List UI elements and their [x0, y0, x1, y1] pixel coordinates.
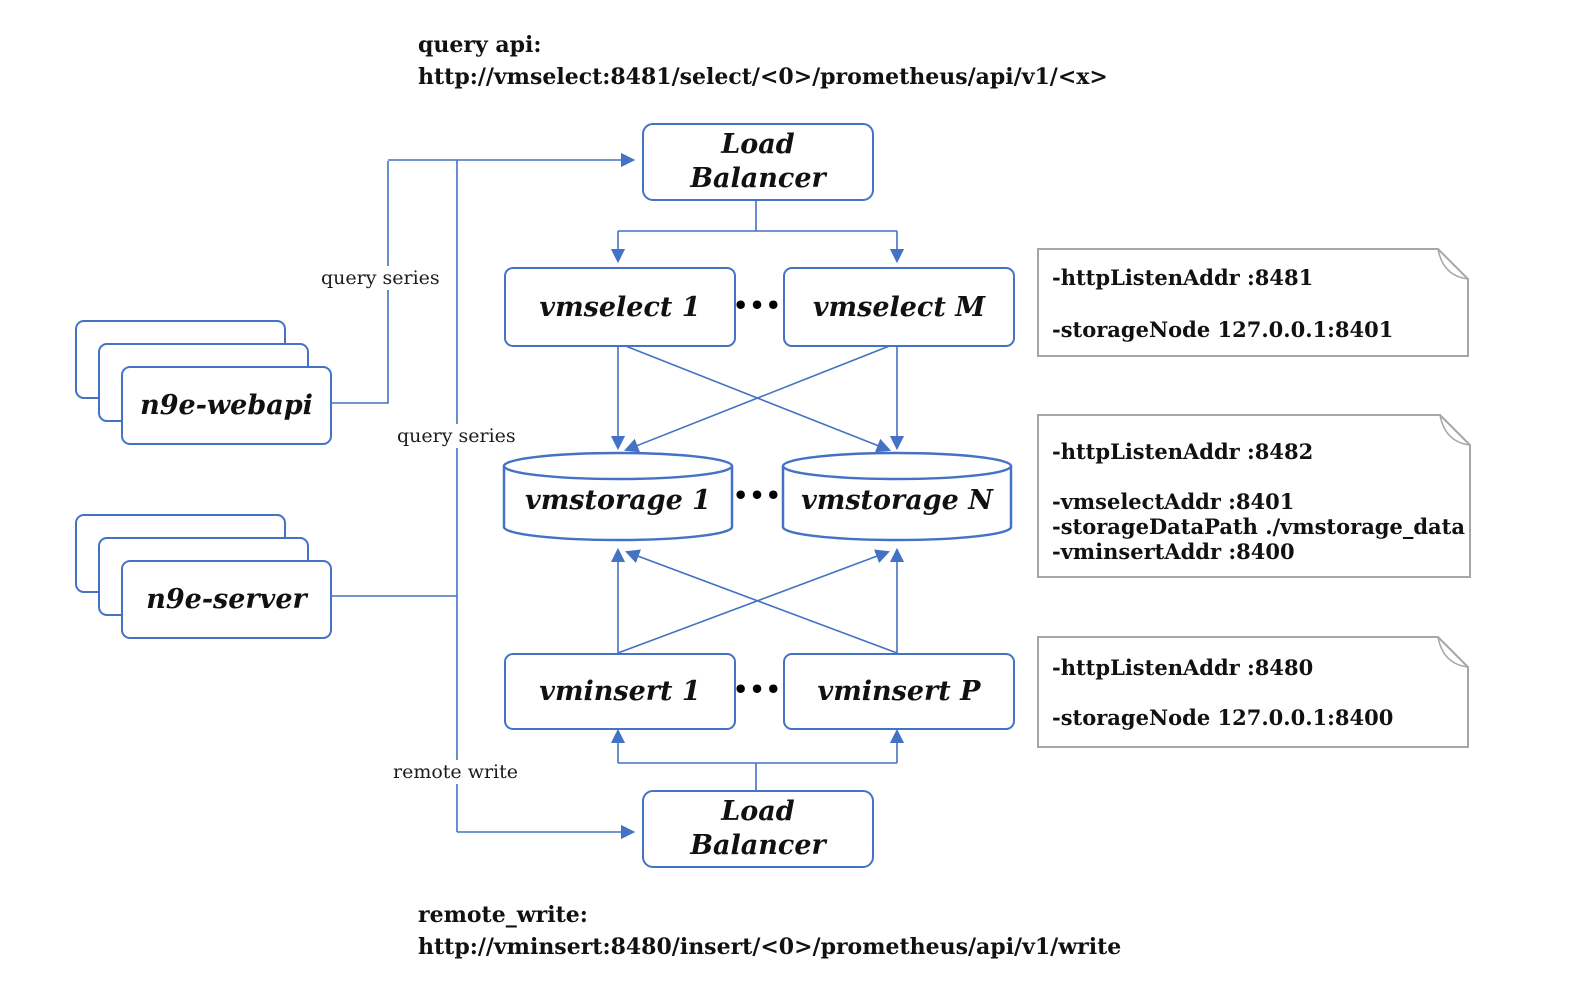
note-vminsert-line-2: -storageNode 127.0.0.1:8400 [1052, 705, 1394, 730]
edge-label-query-series-webapi: query series [318, 266, 443, 290]
load-balancer-top-node: Load Balancer [642, 123, 874, 201]
cylinder-vmstorage-1 [502, 451, 734, 542]
vmselect-1-node: vmselect 1 [504, 267, 736, 347]
ellipsis-storage: ••• [732, 480, 783, 510]
n9e-webapi-label: n9e-webapi [140, 390, 313, 421]
cylinder-vmstorage-n [781, 451, 1013, 542]
load-balancer-bottom-node: Load Balancer [642, 790, 874, 868]
vmselect-m-label: vmselect M [812, 291, 986, 323]
edge-lbbottom-split [618, 762, 897, 790]
n9e-server-node: n9e-server [121, 560, 332, 639]
vmselect-m-node: vmselect M [783, 267, 1015, 347]
ellipsis-select: ••• [732, 290, 783, 320]
edge-vminsertP-storage1 [624, 549, 898, 654]
query-api-label: query api: [418, 32, 542, 58]
vminsert-1-node: vminsert 1 [504, 653, 736, 730]
vminsert-p-node: vminsert P [783, 653, 1015, 730]
note-vmselect-line-2: -storageNode 127.0.0.1:8401 [1052, 317, 1394, 342]
edge-vmselectM-storage1 [623, 342, 898, 453]
vmstorage-1-label: vmstorage 1 [525, 484, 711, 516]
n9e-webapi-node: n9e-webapi [121, 366, 332, 445]
note-vmstorage-line-4: -vminsertAddr :8400 [1052, 539, 1295, 564]
note-vmselect-line-1: -httpListenAddr :8481 [1052, 265, 1314, 290]
vmstorage-n-label: vmstorage N [801, 484, 993, 516]
ellipsis-insert: ••• [732, 675, 783, 704]
note-vminsert-shape [1037, 636, 1469, 748]
edge-label-query-series-server: query series [394, 424, 519, 448]
query-api-url: http://vmselect:8481/select/<0>/promethe… [418, 64, 1108, 90]
edge-lbtop-split [618, 197, 897, 232]
vminsert-p-label: vminsert P [817, 676, 981, 707]
n9e-server-label: n9e-server [146, 584, 307, 615]
vmselect-1-label: vmselect 1 [539, 291, 701, 323]
load-balancer-bottom-label: Load Balancer [690, 796, 826, 861]
note-vmselect-shape [1037, 248, 1469, 357]
note-vmstorage-line-1: -httpListenAddr :8482 [1052, 439, 1314, 464]
remote-write-url: http://vminsert:8480/insert/<0>/promethe… [418, 934, 1122, 960]
note-vminsert-line-1: -httpListenAddr :8480 [1052, 655, 1314, 680]
edge-vminsert1-storageN [617, 549, 891, 654]
note-vmstorage-shape [1037, 414, 1471, 578]
edge-label-remote-write: remote write [390, 760, 522, 784]
edge-vmselect1-storageN [617, 342, 892, 453]
note-vmstorage-line-2: -vmselectAddr :8401 [1052, 489, 1295, 514]
load-balancer-top-label: Load Balancer [690, 129, 826, 194]
remote-write-label: remote_write: [418, 902, 588, 928]
note-vmstorage-line-3: -storageDataPath ./vmstorage_data [1052, 514, 1465, 539]
edge-webapi-up [328, 161, 389, 404]
vminsert-1-label: vminsert 1 [539, 676, 701, 707]
